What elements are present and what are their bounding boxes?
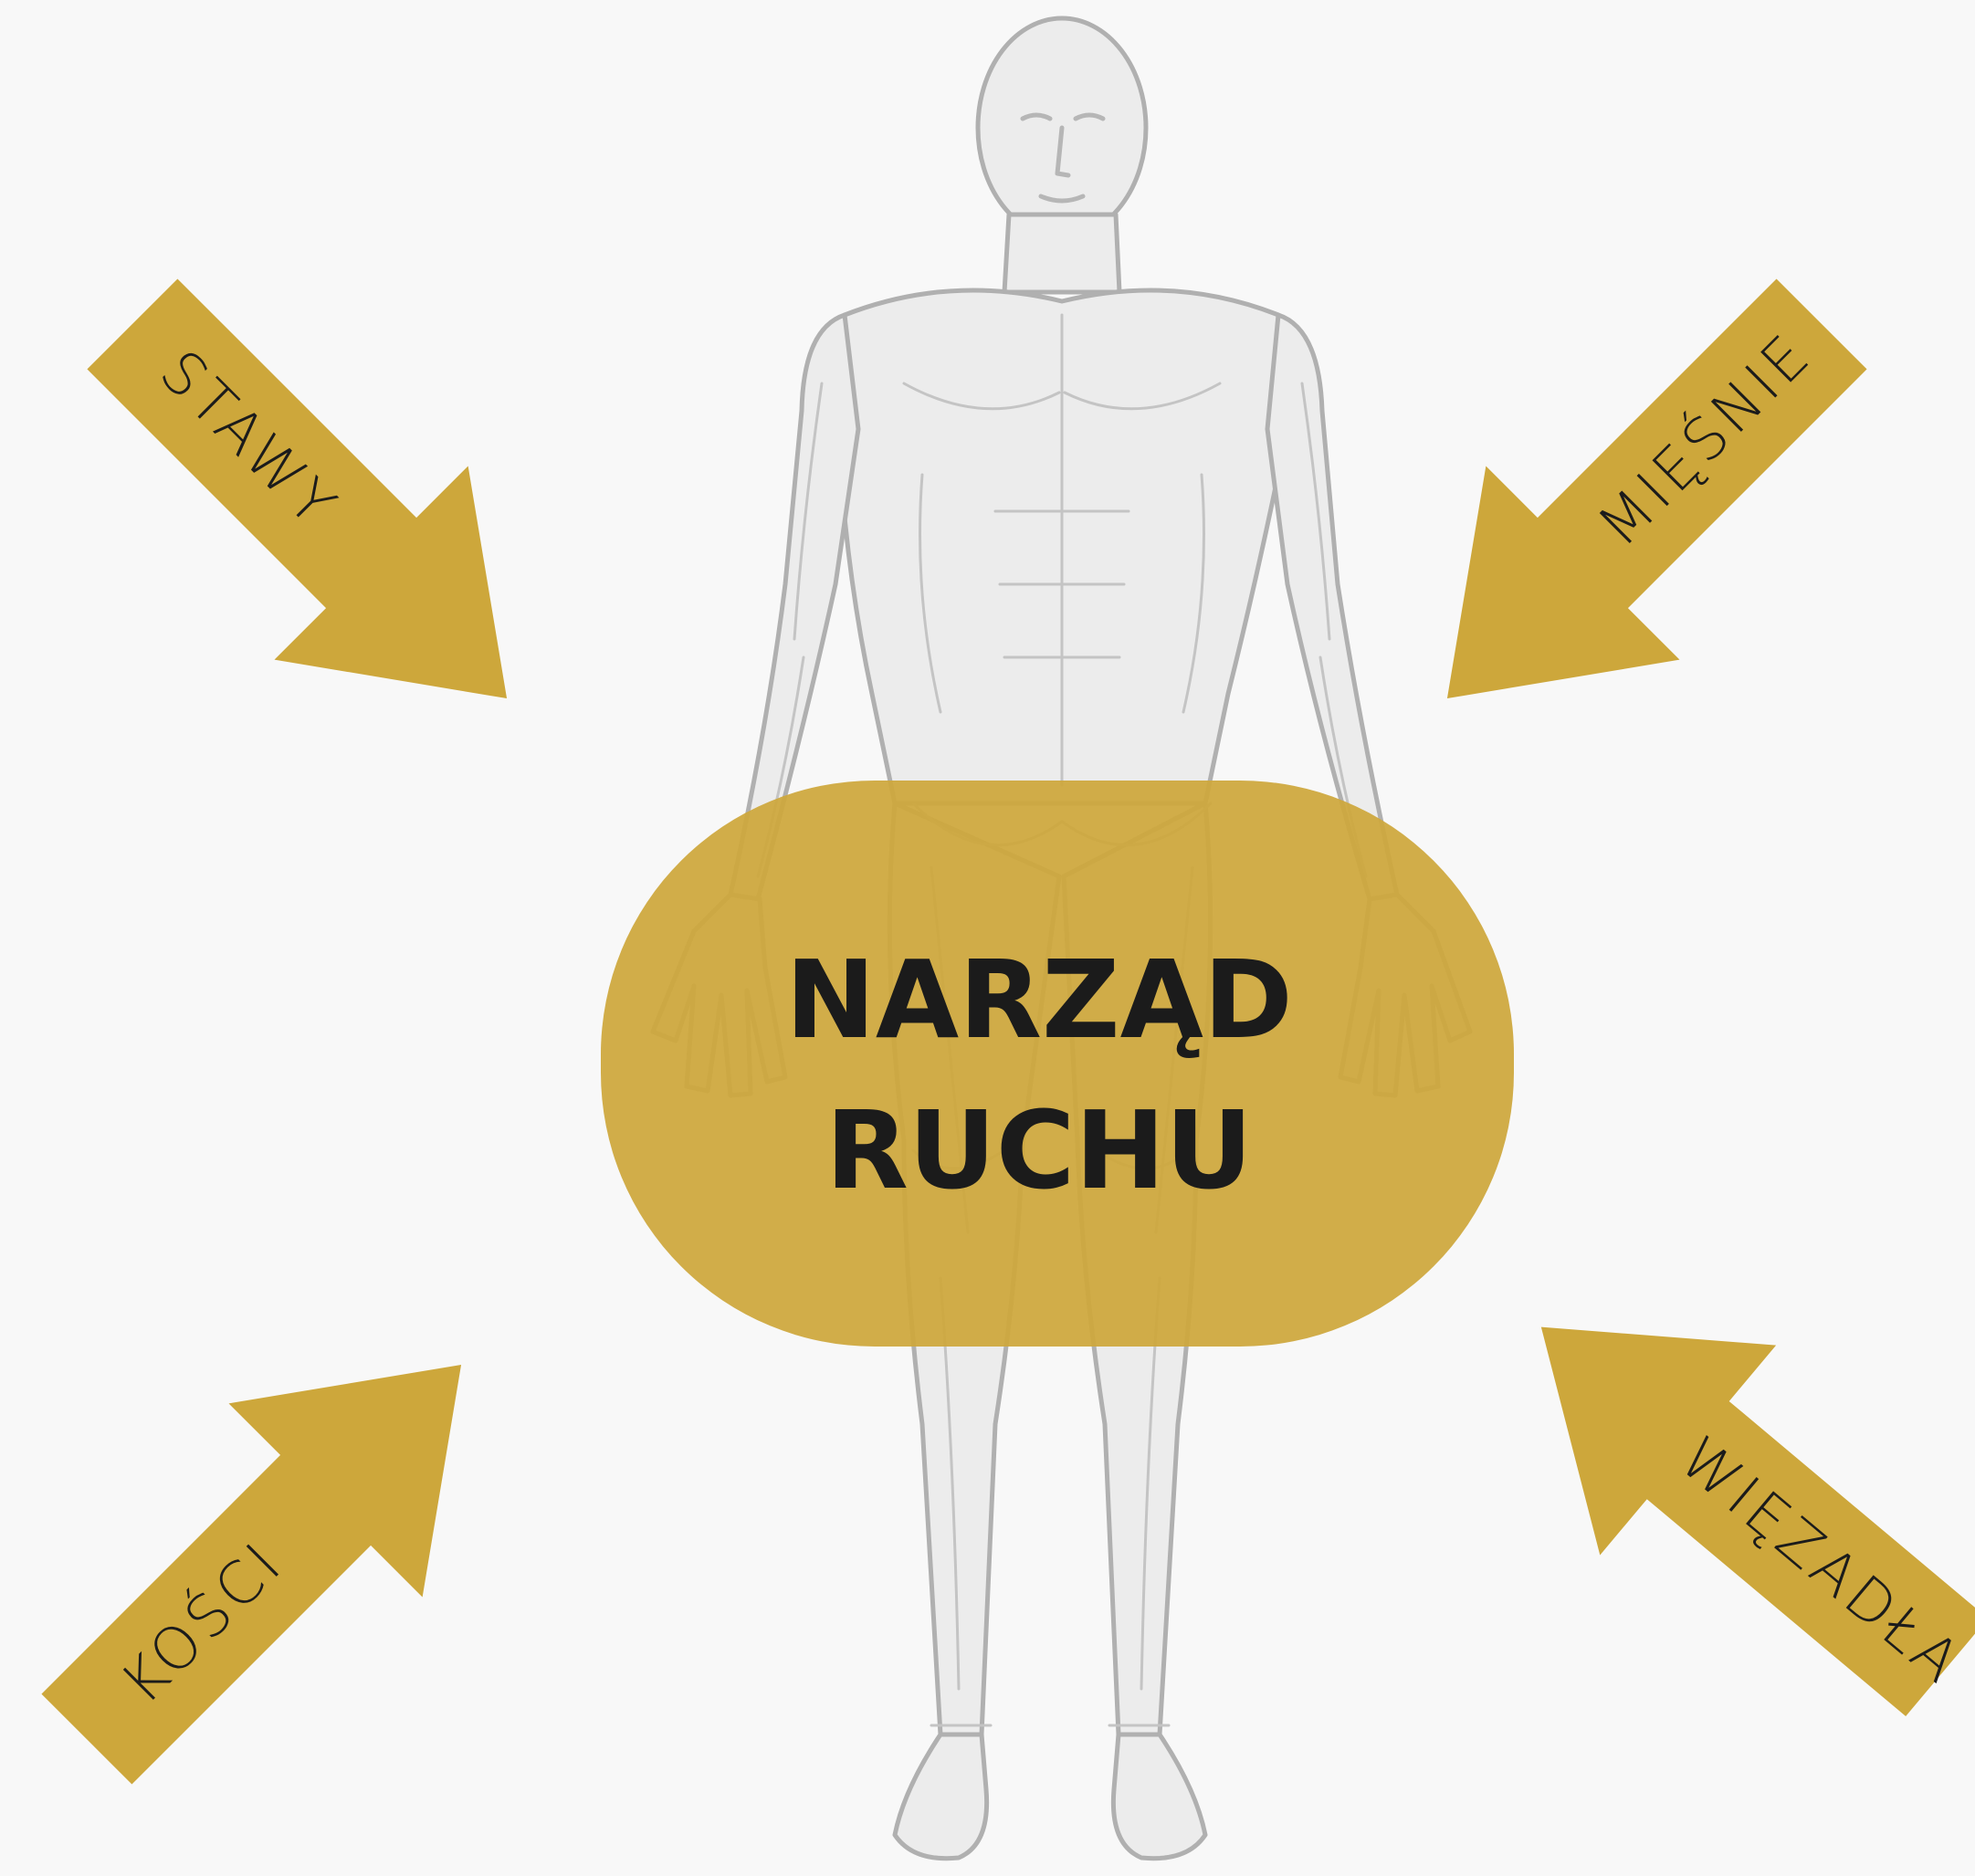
arrow-wiezadla: WIĘZADŁA [1453,1222,1975,1778]
arrow-label-wiezadla: WIĘZADŁA [1666,1424,1975,1698]
center-title-line2: RUCHU [825,1087,1253,1213]
center-title-line1: NARZĄD [785,937,1293,1063]
arrow-miesnie: MIĘŚNIE [1350,227,1918,795]
arrow-stawy: STAWY [36,227,604,795]
center-pill: NARZĄD RUCHU [601,781,1514,1347]
arrow-kosci: KOŚCI [0,1268,558,1836]
